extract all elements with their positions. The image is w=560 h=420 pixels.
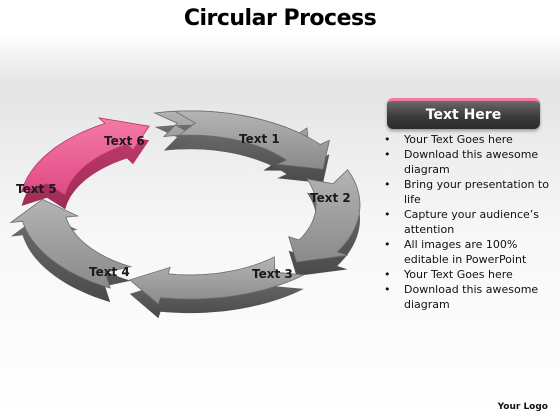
arrow-segment (173, 110, 330, 170)
segment-label: Text 5 (16, 182, 57, 196)
arrow-segment (288, 169, 361, 263)
segment-label: Text 1 (239, 132, 280, 146)
bullet-item: Your Text Goes here (382, 132, 554, 147)
bullet-item: All images are 100% editable in PowerPoi… (382, 237, 554, 267)
page-title: Circular Process (183, 6, 377, 31)
arrow-segment-side (175, 124, 330, 184)
arrow-segment (21, 117, 150, 196)
bullet-list: Your Text Goes here Download this awesom… (382, 132, 554, 312)
arrow-segment-side (21, 131, 150, 210)
bullet-item: Download this awesome diagram (382, 147, 554, 177)
bullet-item: Capture your audience’s attention (382, 207, 554, 237)
panel-header-label: Text Here (425, 107, 502, 123)
segment-label: Text 3 (252, 267, 293, 281)
panel-header: Text Here (387, 98, 540, 129)
segment-label: Text 4 (89, 265, 130, 279)
bullet-item: Bring your presentation to life (382, 177, 554, 207)
segment-label: Text 2 (310, 191, 351, 205)
arrow-segment (9, 198, 133, 289)
bullet-item: Your Text Goes here (382, 267, 554, 282)
logo-text: Your Logo (497, 402, 548, 412)
bullet-item: Download this awesome diagram (382, 282, 554, 312)
arrow-segment (128, 256, 306, 305)
segment-label: Text 6 (104, 134, 145, 148)
